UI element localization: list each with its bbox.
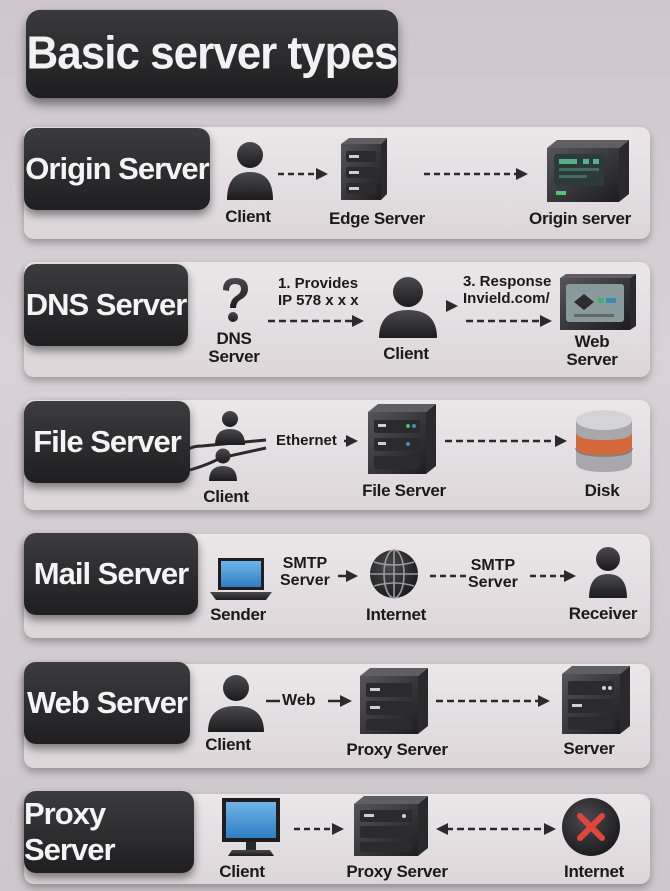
bidirectional-arrow-icon: [436, 823, 556, 835]
disk-caption: Disk: [584, 481, 620, 500]
web-server-caption: Web Server: [566, 332, 618, 369]
server-caption: Server: [563, 739, 615, 758]
client-caption: Client: [205, 735, 251, 754]
mail-server-label: Mail Server: [24, 533, 198, 615]
smtp-server-note: SMTP Server: [468, 557, 518, 591]
file-server-caption: File Server: [362, 481, 446, 500]
laptop-icon: [210, 558, 272, 600]
client-caption: Client: [219, 862, 265, 881]
arrow-icon: [430, 574, 468, 578]
file-server-label: File Server: [24, 401, 190, 483]
dns-server-caption: DNS Server: [208, 329, 260, 366]
arrow-icon: [445, 435, 567, 447]
arrow-icon: [344, 435, 358, 447]
arrow-icon: [268, 315, 364, 327]
arrow-icon: [446, 300, 458, 312]
arrow-icon: [328, 695, 352, 707]
server-icon: [547, 140, 629, 202]
web-server-label: Web Server: [24, 662, 190, 744]
user-icon: [208, 675, 264, 732]
client-caption: Client: [203, 487, 249, 506]
smtp-server-note: SMTP Server: [280, 555, 330, 589]
internet-caption: Internet: [564, 862, 624, 881]
monitor-icon: [560, 274, 636, 330]
ethernet-note: Ethernet: [276, 432, 337, 449]
user-icon: [379, 277, 437, 338]
internet-caption: Internet: [366, 605, 426, 624]
arrow-icon: [530, 570, 576, 582]
database-icon: [575, 410, 633, 472]
arrow-icon: [466, 315, 552, 327]
receiver-caption: Receiver: [568, 604, 638, 623]
monitor-icon: [222, 798, 280, 856]
blocked-icon: [562, 798, 620, 856]
server-icon: [354, 796, 428, 856]
arrow-icon: [436, 695, 550, 707]
arrow-icon: [424, 168, 528, 180]
dns-server-label: DNS Server: [24, 264, 188, 346]
page-title: Basic server types: [26, 9, 398, 99]
user-icon: [209, 448, 237, 481]
arrow-icon: [294, 823, 344, 835]
arrow-icon: [278, 168, 328, 180]
server-icon: [368, 404, 436, 474]
provides-note: 1. Provides IP 578 x x x: [278, 275, 359, 309]
user-icon: [589, 547, 627, 598]
web-note: Web: [282, 692, 316, 709]
globe-icon: [370, 549, 418, 599]
origin-server-label: Origin Server: [24, 128, 210, 210]
proxy-server-label: Proxy Server: [24, 791, 194, 873]
server-icon: [341, 138, 387, 200]
user-icon: [227, 142, 273, 200]
arrow-icon: [338, 570, 358, 582]
client-caption: Client: [225, 207, 271, 226]
edge-server-caption: Edge Server: [329, 209, 425, 228]
proxy-server-caption: Proxy Server: [346, 740, 448, 759]
arrow-icon: [266, 699, 280, 703]
sender-caption: Sender: [210, 605, 266, 624]
user-icon: [215, 411, 245, 445]
client-caption: Client: [383, 344, 429, 363]
question-mark-icon: [223, 278, 248, 322]
server-icon: [360, 668, 428, 734]
proxy-server-caption: Proxy Server: [346, 862, 448, 881]
server-icon: [562, 666, 630, 734]
response-note: 3. Response Invield.com/: [463, 273, 552, 307]
origin-server-caption: Origin server: [529, 209, 631, 228]
